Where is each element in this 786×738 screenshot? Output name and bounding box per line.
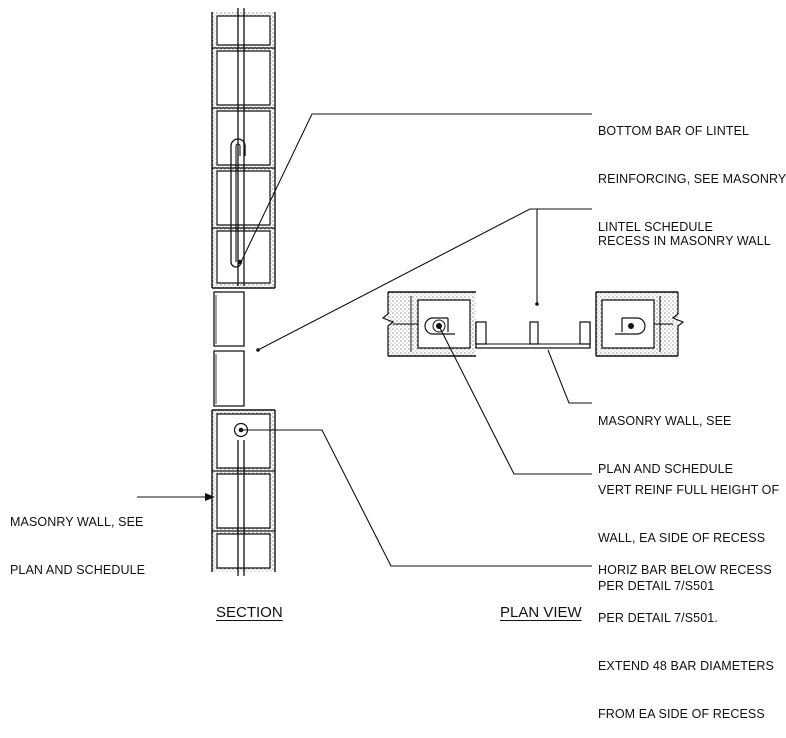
- plan-view-title: PLAN VIEW: [500, 604, 582, 621]
- plan-cell: [418, 300, 470, 348]
- leader-masonry-plan: [548, 350, 592, 403]
- plan-vert-bar: [628, 323, 634, 329]
- leader-recess: [258, 209, 592, 350]
- plan-cell: [602, 300, 654, 348]
- callout-line: MASONRY WALL, SEE: [598, 414, 732, 428]
- section-view: [212, 8, 275, 576]
- plan-view: [383, 292, 683, 356]
- lintel-hooked-bar: [231, 139, 245, 262]
- callout-masonry-wall-section: MASONRY WALL, SEE PLAN AND SCHEDULE: [10, 482, 145, 594]
- recess-unit: [214, 351, 244, 406]
- callout-line: REINFORCING, SEE MASONRY: [598, 172, 786, 186]
- callout-line: PLAN AND SCHEDULE: [10, 563, 146, 577]
- callout-masonry-wall-plan: MASONRY WALL, SEE PLAN AND SCHEDULE: [598, 381, 733, 493]
- callout-vert-reinf: VERT REINF FULL HEIGHT OF WALL, EA SIDE …: [598, 450, 779, 610]
- recess-web: [476, 322, 486, 344]
- callout-line: FROM EA SIDE OF RECESS: [598, 707, 765, 721]
- plan-hook-bar: [425, 318, 455, 334]
- callout-line: LINTEL SCHEDULE: [598, 220, 713, 234]
- callout-line: MASONRY WALL, SEE: [10, 515, 144, 529]
- callout-line: EXTEND 48 BAR DIAMETERS: [598, 659, 774, 673]
- callout-line: WALL, EA SIDE OF RECESS: [598, 531, 766, 545]
- callout-line: PER DETAIL 7/S501: [598, 579, 715, 593]
- recess-web: [580, 322, 590, 344]
- callout-lintel-bar: BOTTOM BAR OF LINTEL REINFORCING, SEE MA…: [598, 91, 786, 251]
- callout-line: VERT REINF FULL HEIGHT OF: [598, 483, 780, 497]
- callout-horiz-bar: HORIZ BAR BELOW RECESS PER DETAIL 7/S501…: [598, 530, 774, 738]
- callout-line: BOTTOM BAR OF LINTEL: [598, 124, 750, 138]
- leader-lines: [137, 114, 592, 566]
- callout-line: PLAN AND SCHEDULE: [598, 462, 734, 476]
- recess-web: [530, 322, 538, 344]
- callout-line: HORIZ BAR BELOW RECESS: [598, 563, 772, 577]
- section-title: SECTION: [216, 604, 283, 621]
- callout-line: RECESS IN MASONRY WALL: [598, 234, 771, 248]
- callout-recess: RECESS IN MASONRY WALL: [598, 201, 771, 265]
- callout-line: PER DETAIL 7/S501.: [598, 611, 718, 625]
- leader-horiz-bar: [241, 430, 592, 566]
- detail-drawing: [0, 0, 760, 636]
- leader-vert-reinf: [439, 326, 592, 474]
- leader-lintel: [241, 114, 592, 262]
- recess-unit: [214, 292, 244, 346]
